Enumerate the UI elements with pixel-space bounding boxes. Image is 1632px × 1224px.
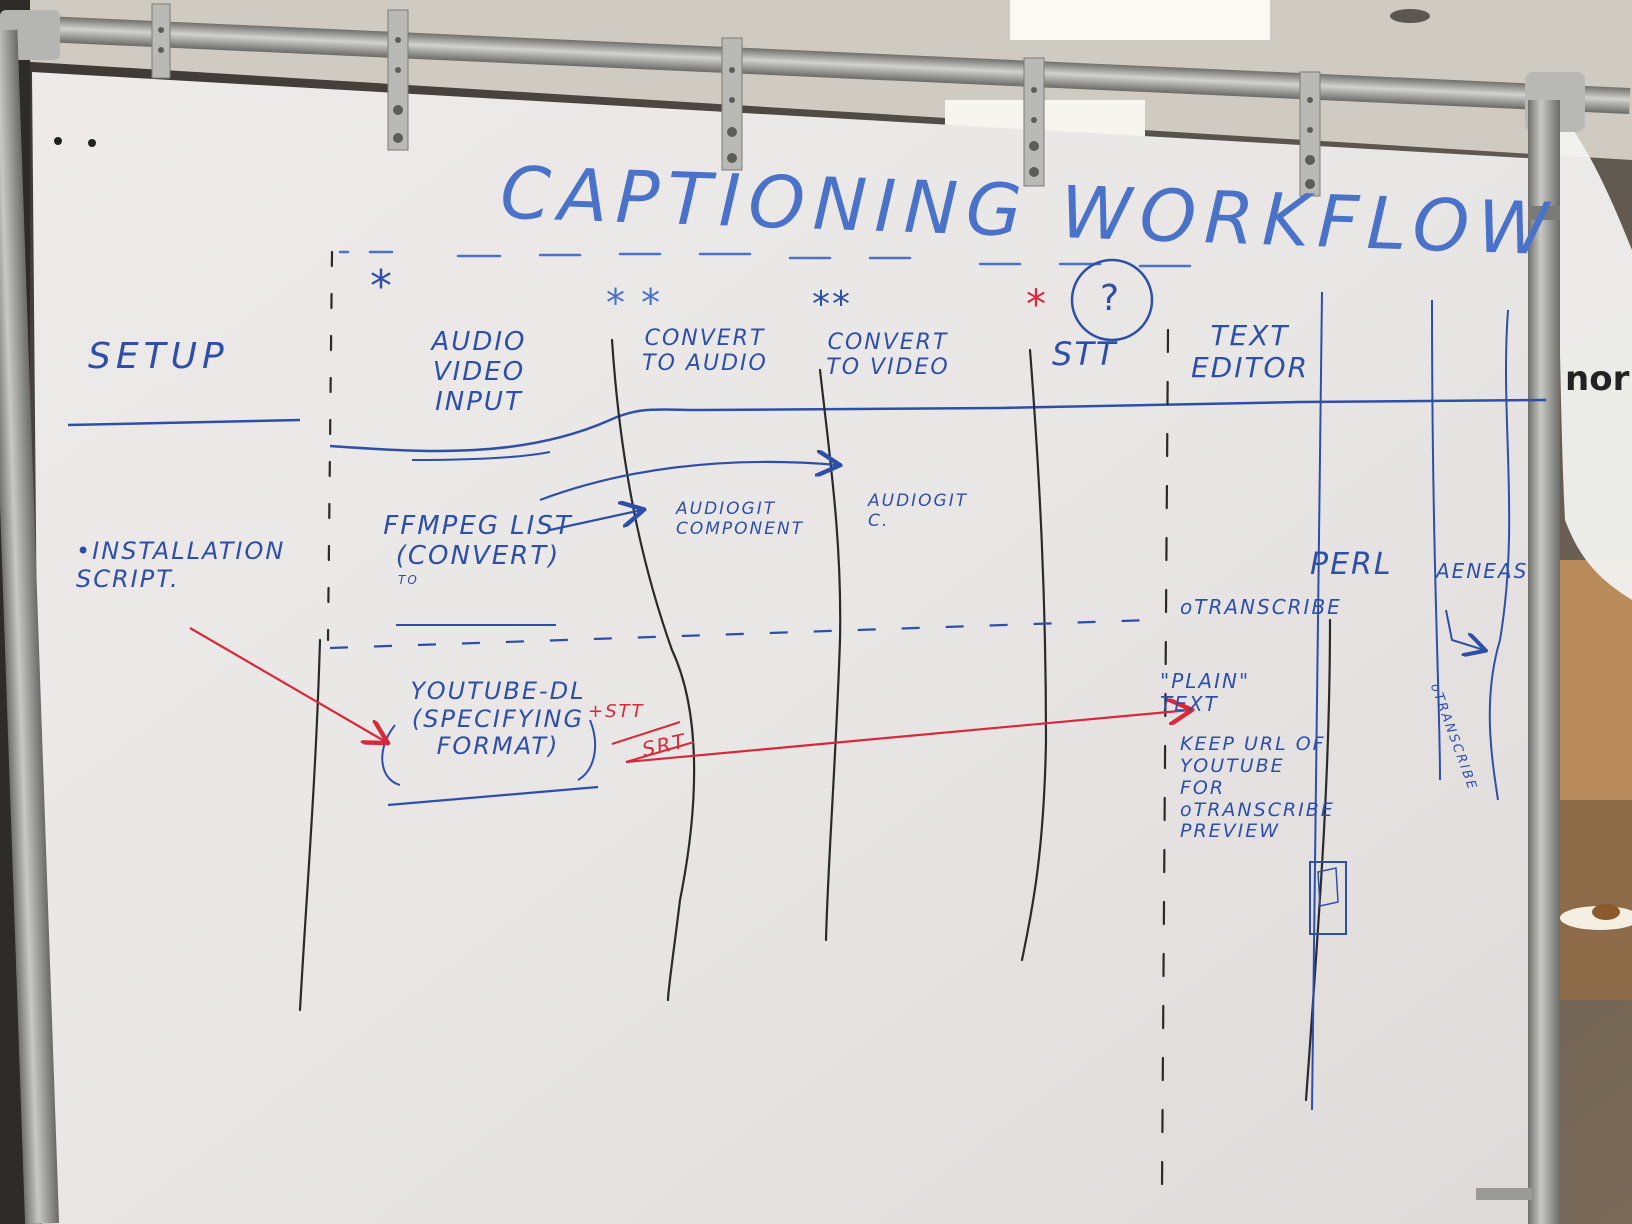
hanging-strap — [1299, 71, 1321, 197]
hanging-strap — [151, 3, 171, 79]
note-youtube-dl: YOUTUBE-DL (SPECIFYING FORMAT) — [410, 677, 586, 761]
asterisk-mark: ** — [812, 284, 852, 325]
note-plain-text: "PLAIN" TEXT — [1160, 669, 1251, 716]
ceiling-light — [1010, 0, 1270, 40]
column-separator — [1160, 328, 1170, 1192]
question-circle — [1070, 258, 1154, 342]
note-audiogit-c: AUDIOGIT C. — [868, 491, 969, 531]
hanging-strap — [387, 9, 409, 151]
note-perl: PERL — [1310, 547, 1393, 582]
column-separator — [1488, 309, 1511, 801]
header-divider — [329, 398, 1547, 453]
column-header-audio-video-input: AUDIO VIDEO INPUT — [431, 327, 527, 417]
arrow-to-audiogit-c — [539, 462, 838, 502]
arrow-srt-to-plain-text — [625, 710, 1190, 764]
note-audiogit-component: AUDIOGIT COMPONENT — [676, 499, 805, 539]
column-separator — [1304, 618, 1332, 1102]
column-separator — [610, 338, 696, 1002]
column-header-convert-to-audio: CONVERT TO AUDIO — [642, 326, 768, 377]
note-installation-script: •INSTALLATION SCRIPT. — [76, 537, 286, 593]
title-underline — [338, 250, 1192, 268]
column-separator — [1311, 291, 1323, 1111]
asterisk-mark: * * — [606, 281, 663, 325]
column-header-convert-to-video: CONVERT TO VIDEO — [826, 330, 950, 381]
note-ffmpeg: FFMPEG LIST (CONVERT) — [383, 511, 573, 571]
column-separator — [1431, 299, 1441, 781]
header-divider-setup — [67, 418, 301, 427]
asterisk-mark-red: * — [1026, 282, 1048, 328]
svg-text:nor: nor — [1565, 359, 1630, 399]
arrow-install-to-youtube — [189, 627, 386, 742]
left-pipe — [0, 29, 60, 1224]
note-aeneas: AENEAS — [1436, 559, 1529, 583]
phone-sketch — [1309, 861, 1347, 935]
column-header-stt: STT — [1052, 335, 1118, 373]
question-mark: ? — [1100, 278, 1122, 319]
hanging-strap — [721, 37, 743, 171]
note-ffmpeg-to: TO — [398, 573, 419, 587]
note-otranscribe: oTRANSCRIBE — [1180, 595, 1342, 619]
dashed-separator — [329, 618, 1151, 650]
note-stt-plus: +STT — [588, 701, 645, 722]
column-header-setup: SETUP — [88, 336, 229, 377]
column-separator — [298, 638, 322, 1012]
column-header-text-editor: TEXT EDITOR — [1190, 319, 1310, 385]
column-separator — [1020, 348, 1048, 962]
asterisk-mark: * — [370, 261, 394, 312]
arrow-to-audiogit — [549, 510, 642, 532]
note-keep-url: KEEP URL OF YOUTUBE FOR oTRANSCRIBE PREV… — [1180, 733, 1335, 843]
whiteboard-surface — [32, 72, 1560, 1224]
right-pipe — [1528, 100, 1560, 1224]
